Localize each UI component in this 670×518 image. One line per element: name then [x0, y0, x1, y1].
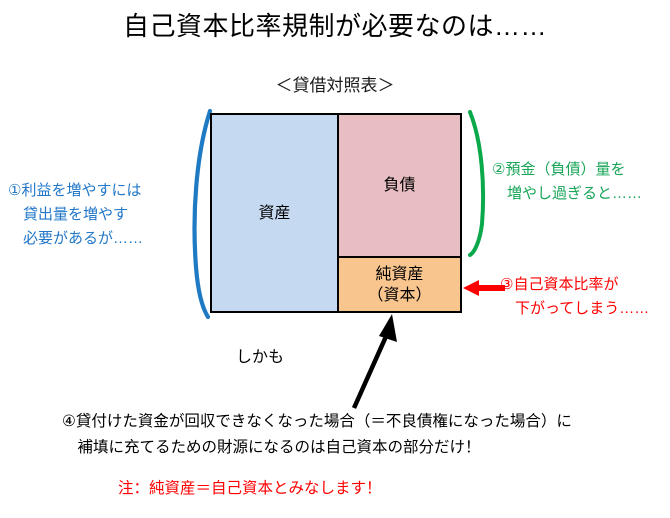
red-left-arrow-icon	[463, 280, 505, 296]
assets-label: 資産	[258, 204, 291, 222]
moreover-label: しかも	[236, 349, 285, 366]
net-assets-box: 純資産 （資本）	[339, 258, 460, 311]
assets-box: 資産	[212, 115, 339, 311]
liabilities-label: 負債	[383, 177, 416, 194]
liabilities-equity-column: 負債 純資産 （資本）	[339, 115, 460, 311]
annotation-2: ②預金（負債）量を 増やし過ぎると……	[492, 161, 643, 202]
page-title: 自己資本比率規制が必要なのは……	[122, 11, 547, 41]
net-assets-label: 純資産 （資本）	[367, 265, 432, 304]
balance-sheet-diagram: 資産 負債 純資産 （資本）	[210, 113, 462, 313]
liabilities-box: 負債	[339, 115, 460, 258]
annotation-3: ③自己資本比率が 下がってしまう……	[500, 276, 650, 317]
right-brace-icon	[468, 110, 486, 257]
diagram-subtitle: ＜貸借対照表＞	[275, 76, 395, 95]
annotation-4: ④貸付けた資金が回収できなくなった場合（＝不良債権になった場合）に 補填に充てる…	[62, 413, 572, 456]
annotation-1: ①利益を増やすには 貸出量を増やす 必要があるが……	[8, 182, 144, 247]
black-up-arrow-icon	[351, 314, 397, 409]
caution-note: 注：純資産＝自己資本とみなします！	[118, 480, 382, 497]
